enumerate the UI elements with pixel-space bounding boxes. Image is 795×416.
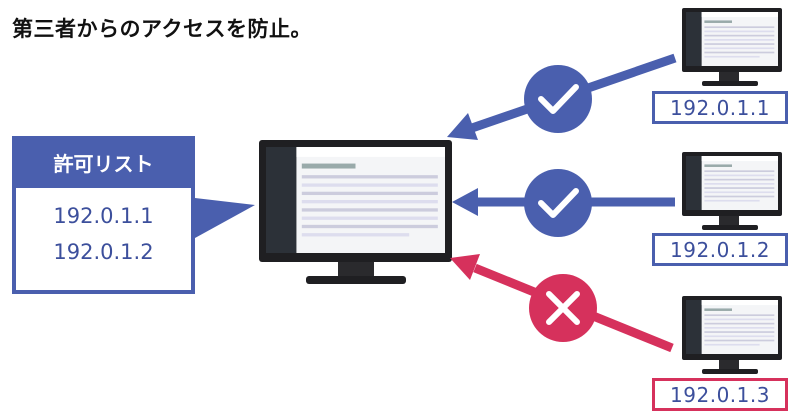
check-icon: [524, 65, 592, 133]
client-ip-label-2: 192.0.1.2: [652, 233, 788, 266]
client-monitor-1: [682, 8, 782, 86]
client-ip-label-1: 192.0.1.1: [652, 91, 788, 124]
allowlist-ip-2: 192.0.1.2: [53, 240, 154, 264]
client-monitor-2: [682, 152, 782, 230]
allowlist-header: 許可リスト: [12, 136, 195, 188]
allowlist-pointer: [195, 198, 255, 238]
allowlist-ip-1: 192.0.1.1: [53, 204, 154, 228]
cross-icon: [529, 274, 597, 342]
server-monitor: [259, 140, 452, 284]
client-ip-label-3: 192.0.1.3: [652, 378, 788, 411]
client-monitor-3: [682, 296, 782, 374]
page-title: 第三者からのアクセスを防止。: [12, 17, 312, 41]
check-icon: [524, 169, 592, 237]
